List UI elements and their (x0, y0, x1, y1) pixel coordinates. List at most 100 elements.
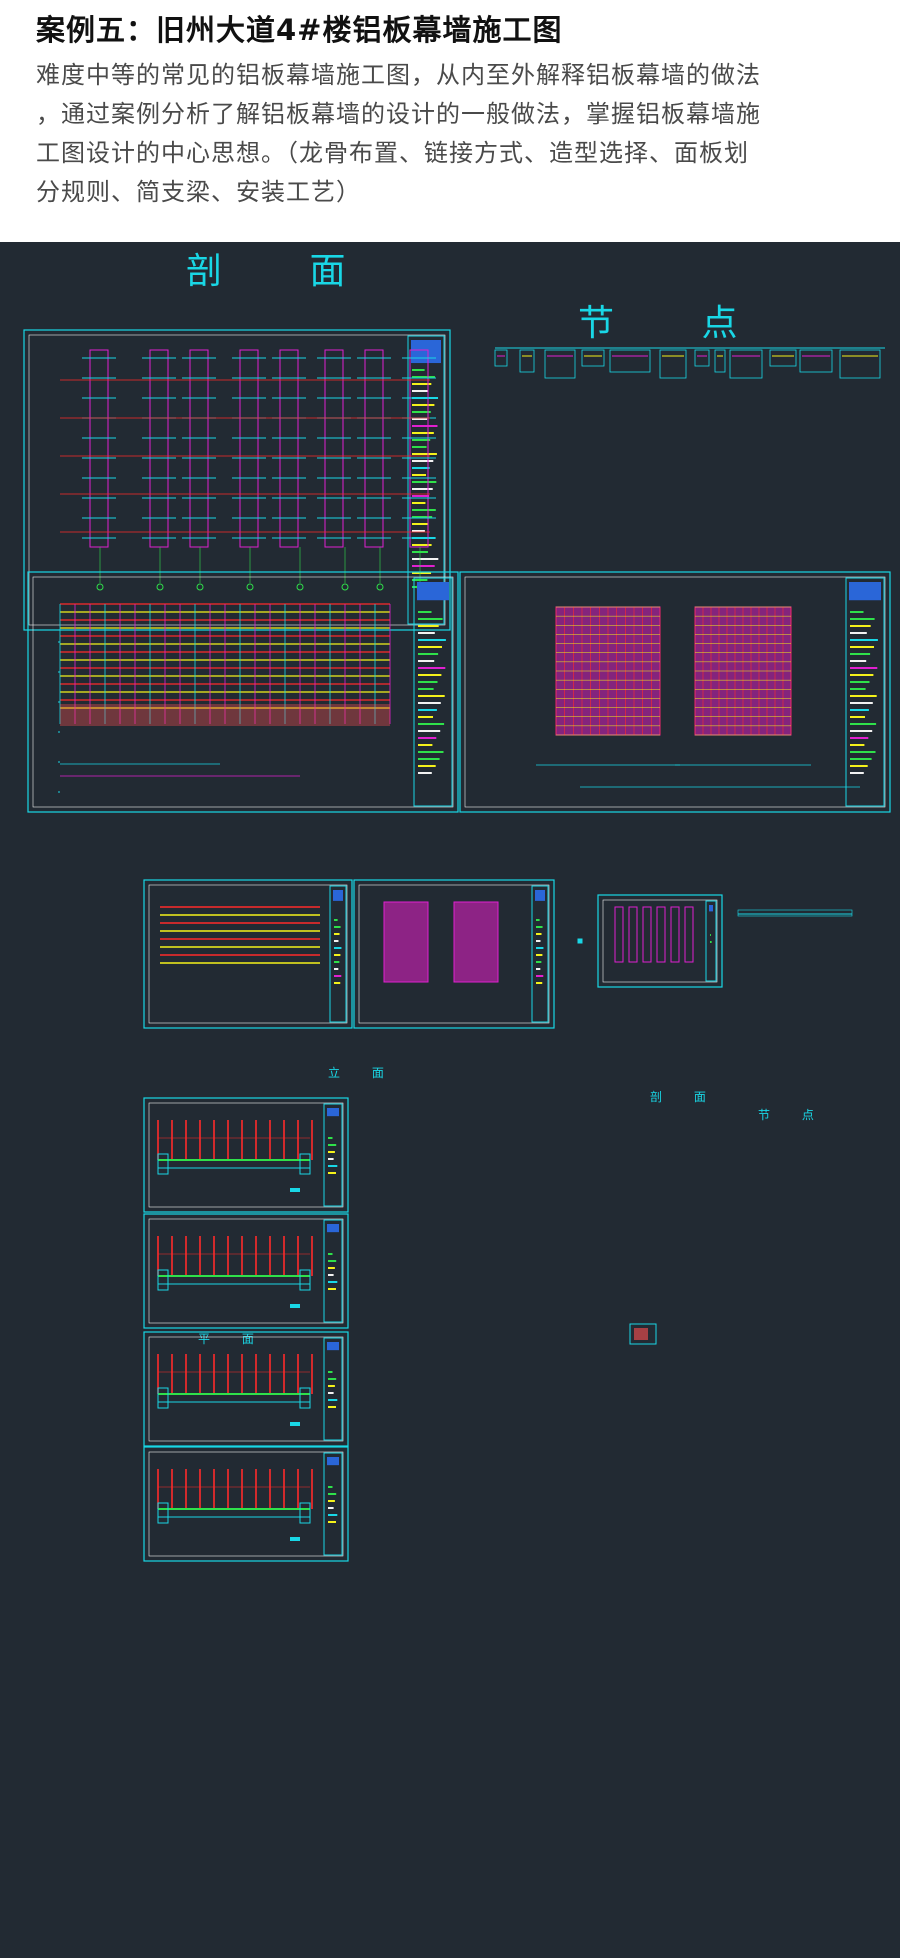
logo-block (849, 582, 881, 601)
section-label: 剖 面 (186, 251, 384, 292)
plan-stair (299, 1153, 311, 1175)
small-section-column (670, 906, 680, 963)
section-column (324, 349, 344, 548)
description-line: 分规则、简支梁、安装工艺） (36, 178, 361, 206)
node-detail (519, 349, 535, 373)
drawing-sheet (143, 1331, 349, 1447)
plan-small-label: 平 面 (198, 1332, 268, 1346)
sheet-inner-border (148, 1336, 344, 1442)
sheet-inner-border (148, 1102, 344, 1208)
node-detail (714, 349, 726, 373)
sheet-inner-border (148, 1451, 344, 1557)
plan-scale-bar (290, 1422, 300, 1426)
plan-scale-bar (290, 1188, 300, 1192)
node-detail (544, 349, 576, 379)
node-detail (839, 349, 881, 379)
description-line: ，通过案例分析了解铝板幕墙的设计的一般做法，掌握铝板幕墙施 (36, 100, 761, 128)
tiny-sheet (629, 1323, 657, 1345)
node-small-label: 节 点 (758, 1108, 828, 1122)
axis-bubble (246, 583, 254, 591)
axis-bubble (341, 583, 349, 591)
article-header: 案例五：旧州大道4#楼铝板幕墙施工图 难度中等的常见的铝板幕墙施工图，从内至外解… (0, 0, 900, 242)
drawing-sheet (143, 1213, 349, 1329)
node-detail (494, 349, 508, 367)
small-section-column (684, 906, 694, 963)
sheet-inner-border (358, 884, 550, 1024)
small-section-column (656, 906, 666, 963)
cad-sheets (23, 329, 891, 1562)
sheet-inner-border (28, 334, 446, 626)
small-section-column (614, 906, 624, 963)
title-block (413, 577, 453, 807)
title-block (531, 885, 549, 1023)
tiny-mark (577, 938, 583, 944)
small-section-column (642, 906, 652, 963)
section-column (279, 349, 299, 548)
logo-block (333, 890, 343, 901)
plan-stair (157, 1153, 169, 1175)
sheet-inner-border (602, 899, 718, 983)
title-block (323, 1337, 343, 1441)
plan-stair (299, 1387, 311, 1409)
section-column (239, 349, 259, 548)
axis-bubble (196, 583, 204, 591)
sheet-inner-border (32, 576, 454, 808)
section-column (89, 349, 109, 548)
title-block (845, 577, 885, 807)
cad-drawing-canvas[interactable]: 剖 面 节 点 立 面 剖 面 节 点 平 面 (0, 242, 900, 1958)
drawing-sheet (353, 879, 555, 1029)
axis-bubble (376, 583, 384, 591)
elevation-base (60, 704, 390, 726)
plan-stair (299, 1502, 311, 1524)
title-block (323, 1452, 343, 1556)
plan-stair (157, 1269, 169, 1291)
section-column (409, 349, 429, 548)
node-detail (694, 349, 710, 367)
sheet-inner-border (148, 1218, 344, 1324)
axis-bubble (96, 583, 104, 591)
title-block (407, 335, 445, 625)
node-detail (729, 349, 763, 379)
logo-block (709, 905, 713, 912)
small-elevation-block (453, 901, 499, 983)
section-column (149, 349, 169, 548)
small-node-detail (737, 909, 853, 917)
node-detail (799, 349, 833, 373)
logo-block (417, 582, 449, 601)
logo-block (327, 1108, 339, 1117)
section-small-label: 剖 面 (650, 1090, 720, 1104)
logo-block (327, 1457, 339, 1466)
logo-block (411, 340, 441, 364)
article-title: 案例五：旧州大道4#楼铝板幕墙施工图 (36, 13, 563, 47)
drawing-sheet (459, 571, 891, 813)
axis-bubble (156, 583, 164, 591)
logo-block (327, 1342, 339, 1351)
description-line: 工图设计的中心思想。（龙骨布置、链接方式、造型选择、面板划 (36, 139, 749, 167)
node-detail (769, 349, 797, 367)
plan-stair (157, 1502, 169, 1524)
plan-stair (299, 1269, 311, 1291)
tiny-sheet-content (634, 1328, 648, 1340)
node-label: 节 点 (578, 303, 776, 344)
plan-stair (157, 1387, 169, 1409)
small-elevation-block (383, 901, 429, 983)
node-detail (609, 349, 651, 373)
plan-scale-bar (290, 1304, 300, 1308)
title-block (705, 900, 717, 982)
drawing-sheet (27, 571, 459, 813)
drawing-sheet (143, 1097, 349, 1213)
logo-block (327, 1224, 339, 1233)
plan-scale-bar (290, 1537, 300, 1541)
title-block (323, 1219, 343, 1323)
drawing-sheet (143, 1446, 349, 1562)
article-description: 难度中等的常见的铝板幕墙施工图，从内至外解释铝板幕墙的做法 ，通过案例分析了解铝… (36, 56, 864, 212)
drawing-sheet (23, 329, 451, 631)
drawing-sheet (143, 879, 353, 1029)
axis-bubble (296, 583, 304, 591)
sheet-inner-border (464, 576, 886, 808)
description-line: 难度中等的常见的铝板幕墙施工图，从内至外解释铝板幕墙的做法 (36, 61, 761, 89)
title-block (323, 1103, 343, 1207)
drawing-sheet (597, 894, 723, 988)
title-block (329, 885, 347, 1023)
small-section-column (628, 906, 638, 963)
